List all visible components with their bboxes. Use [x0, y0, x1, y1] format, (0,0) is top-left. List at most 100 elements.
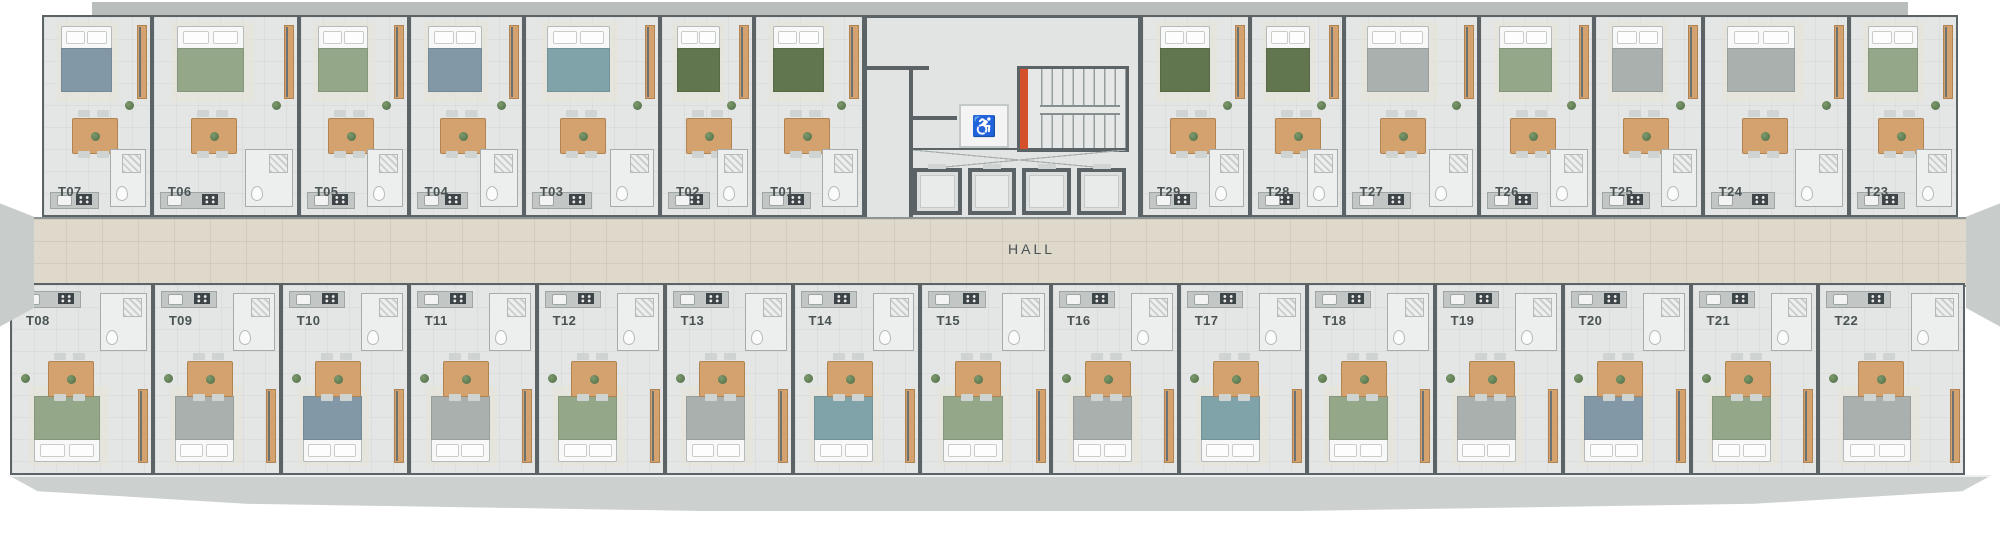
kitchen-counter — [668, 192, 710, 209]
wardrobe — [739, 25, 750, 99]
unit-cell: T03 — [523, 15, 661, 217]
pillow — [845, 444, 868, 457]
wardrobe — [283, 25, 294, 99]
dining-table — [1622, 110, 1669, 154]
bathroom — [488, 293, 531, 351]
unit-cell: T05 — [298, 15, 409, 217]
unit-cell: T01 — [754, 15, 864, 217]
kitchen-counter — [306, 192, 356, 209]
pillow — [40, 444, 66, 457]
wardrobe — [1419, 389, 1430, 463]
pillow — [1078, 444, 1101, 457]
wardrobe — [1950, 389, 1961, 463]
unit-cell: T20 — [1562, 283, 1691, 475]
bathroom — [1795, 149, 1843, 207]
pillow — [1879, 444, 1905, 457]
bed — [1266, 26, 1310, 92]
unit-label: T09 — [168, 313, 193, 328]
plant-icon — [1061, 374, 1071, 383]
elevator-bank — [912, 164, 1126, 215]
elevator-shaft — [912, 164, 962, 215]
bathroom — [1307, 149, 1338, 207]
wardrobe — [848, 25, 859, 99]
wardrobe — [1291, 389, 1302, 463]
wardrobe — [137, 389, 148, 463]
unit-cell: T19 — [1434, 283, 1563, 475]
bathroom — [1131, 293, 1173, 351]
unit-cell: T25 — [1593, 15, 1703, 217]
kitchen-counter — [1698, 291, 1756, 308]
wardrobe — [1547, 389, 1558, 463]
unit-cell: T16 — [1050, 283, 1179, 475]
unit-label: T22 — [1834, 313, 1859, 328]
bathroom — [1661, 149, 1697, 207]
unit-cell: T09 — [152, 283, 281, 475]
plant-icon — [1316, 101, 1326, 110]
unit-label: T11 — [424, 313, 448, 328]
pillow — [589, 444, 612, 457]
stair-stripe — [1019, 69, 1028, 149]
dining-table — [442, 353, 489, 397]
kitchen-counter — [762, 192, 811, 209]
bed-duvet — [317, 47, 369, 92]
bed-duvet — [302, 396, 362, 441]
bed-duvet — [773, 47, 824, 92]
bed-duvet — [1612, 47, 1663, 92]
unit-label: T20 — [1578, 313, 1603, 328]
dining-table — [698, 353, 745, 397]
bed-duvet — [1584, 396, 1644, 441]
pillow — [1372, 31, 1397, 44]
bathroom — [1514, 293, 1557, 351]
bathroom — [480, 149, 518, 207]
unit-label: T21 — [1706, 313, 1731, 328]
kitchen-counter — [800, 291, 858, 308]
bed-duvet — [1072, 396, 1132, 441]
dining-table — [1857, 353, 1904, 397]
pillow — [580, 31, 604, 44]
kitchen-counter — [1570, 291, 1628, 308]
kitchen-counter — [416, 192, 468, 209]
dining-table — [1170, 110, 1217, 154]
hall-corridor: HALL — [30, 217, 1970, 287]
unit-label: T08 — [26, 313, 50, 328]
unit-label: T04 — [424, 184, 449, 199]
pillow — [1589, 444, 1613, 457]
unit-cell: T21 — [1690, 283, 1819, 475]
bed-duvet — [428, 47, 482, 92]
pillow — [552, 31, 577, 44]
wardrobe — [905, 389, 916, 463]
dining-table — [1509, 110, 1556, 154]
bathroom — [1387, 293, 1429, 351]
pillow — [1231, 444, 1255, 457]
bed — [773, 26, 824, 92]
bed — [1498, 26, 1552, 92]
bed — [1843, 396, 1911, 462]
pillow — [333, 444, 357, 457]
kitchen-counter — [1314, 291, 1372, 308]
bed-duvet — [676, 47, 720, 92]
dining-table — [1085, 353, 1132, 397]
bed — [1328, 396, 1388, 462]
bed — [1867, 26, 1918, 92]
pillow — [717, 444, 740, 457]
dining-table — [1213, 353, 1260, 397]
bed — [430, 396, 490, 462]
bed — [1072, 396, 1132, 462]
unit-label: T07 — [58, 184, 82, 199]
dining-table — [1878, 110, 1925, 154]
bed — [1366, 26, 1430, 92]
bed-duvet — [1266, 47, 1310, 92]
bathroom — [109, 149, 146, 207]
pillow — [344, 31, 364, 44]
bed-duvet — [176, 47, 245, 92]
plant-icon — [1821, 101, 1831, 110]
pillow — [1164, 31, 1185, 44]
pillow — [1717, 444, 1741, 457]
plant-icon — [1223, 101, 1233, 110]
unit-label: T02 — [676, 184, 700, 199]
kitchen-counter — [1710, 192, 1776, 209]
wardrobe — [521, 389, 532, 463]
bathroom — [361, 293, 403, 351]
kitchen-counter — [1258, 192, 1300, 209]
pillow — [87, 31, 107, 44]
